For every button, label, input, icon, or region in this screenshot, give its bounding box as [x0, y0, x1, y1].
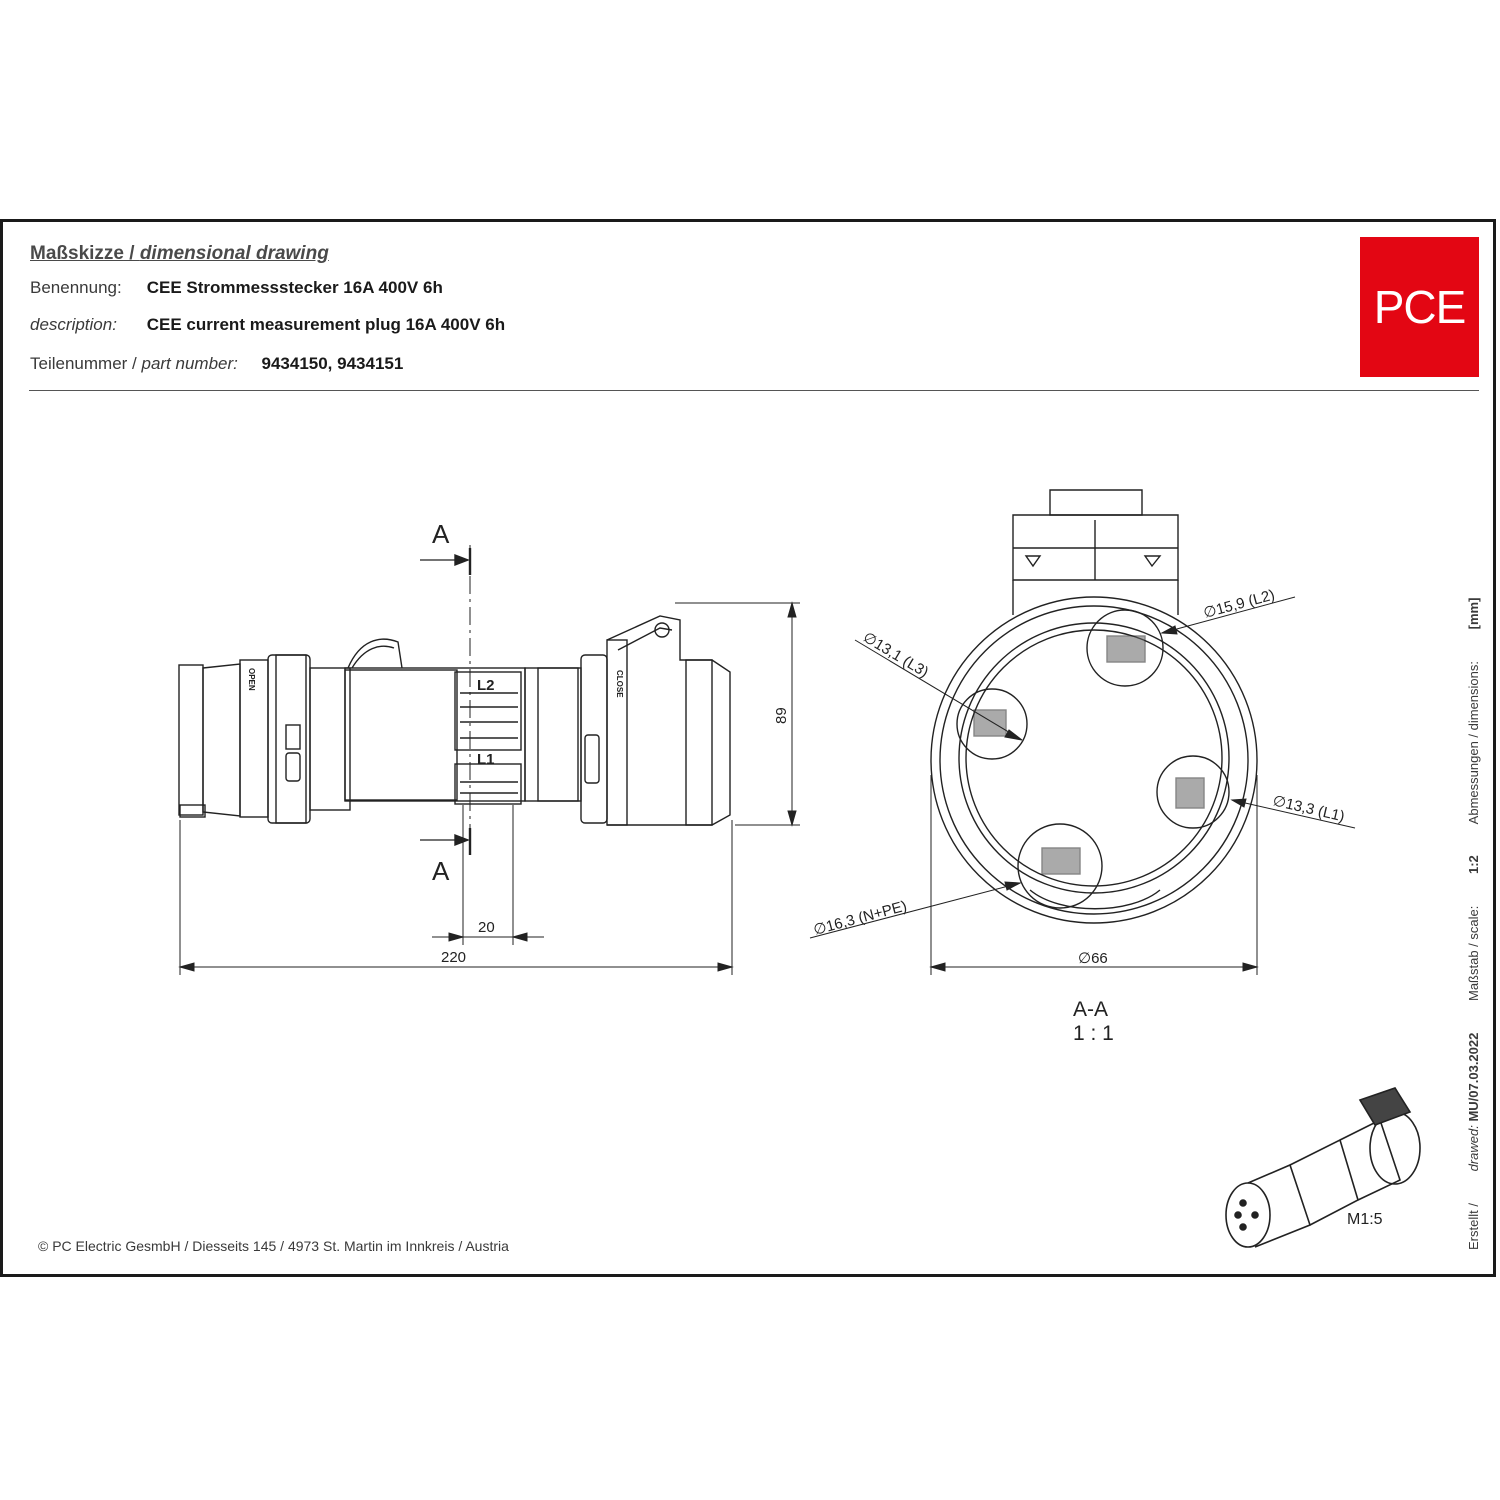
section-view — [930, 489, 1258, 924]
part-label-de: Teilenummer / — [30, 354, 142, 373]
section-scale: 1 : 1 — [1073, 1022, 1114, 1045]
dim-width-small: 20 — [478, 919, 495, 936]
part-label-en: part number: — [141, 354, 238, 373]
dim-height: 89 — [773, 707, 790, 724]
name-row: Benennung: CEE Strommessstecker 16A 400V… — [30, 278, 443, 298]
name-value: CEE Strommessstecker 16A 400V 6h — [146, 278, 443, 297]
section-mark-top: A — [432, 519, 450, 549]
label-close: CLOSE — [615, 670, 624, 698]
thumbnail-scale: M1:5 — [1347, 1211, 1383, 1228]
side-view-plug — [178, 545, 731, 855]
header-divider — [29, 390, 1479, 391]
plug-thumbnail — [1225, 1087, 1421, 1248]
dim-diameter: ∅66 — [1078, 950, 1108, 967]
description-row: description: CEE current measurement plu… — [30, 315, 505, 335]
dimensions-info: Abmessungen / dimensions: [mm] — [1466, 597, 1481, 825]
name-label: Benennung: — [30, 278, 122, 297]
dim-length: 220 — [441, 949, 466, 966]
created-info: Erstellt / drawed: MU/07.03.2022 — [1466, 1032, 1481, 1250]
description-label: description: — [30, 315, 117, 334]
pce-logo: PCE — [1360, 237, 1479, 377]
section-name: A-A — [1073, 998, 1108, 1021]
sidebar-info: Erstellt / drawed: MU/07.03.2022 Maßstab… — [1466, 570, 1481, 1250]
label-l1: L1 — [477, 751, 495, 768]
copyright-footer: © PC Electric GesmbH / Diesseits 145 / 4… — [38, 1238, 509, 1254]
dim-l2: ∅15,9 (L2) — [1202, 587, 1277, 622]
label-l2: L2 — [477, 677, 495, 694]
dim-npe: ∅16,3 (N+PE) — [812, 898, 909, 939]
part-number-row: Teilenummer / part number: 9434150, 9434… — [30, 354, 403, 374]
drawing-frame — [0, 219, 1496, 1277]
section-mark-bottom: A — [432, 856, 450, 886]
description-value: CEE current measurement plug 16A 400V 6h — [146, 315, 506, 334]
drawing-title: Maßskizze / dimensional drawing — [30, 243, 329, 264]
dim-l1: ∅13,3 (L1) — [1271, 792, 1346, 825]
dim-l3: ∅13,1 (L3) — [860, 629, 931, 681]
scale-info: Maßstab / scale: 1:2 — [1466, 855, 1481, 1002]
label-open: OPEN — [247, 668, 256, 691]
part-number-value: 9434150, 9434151 — [261, 354, 404, 373]
